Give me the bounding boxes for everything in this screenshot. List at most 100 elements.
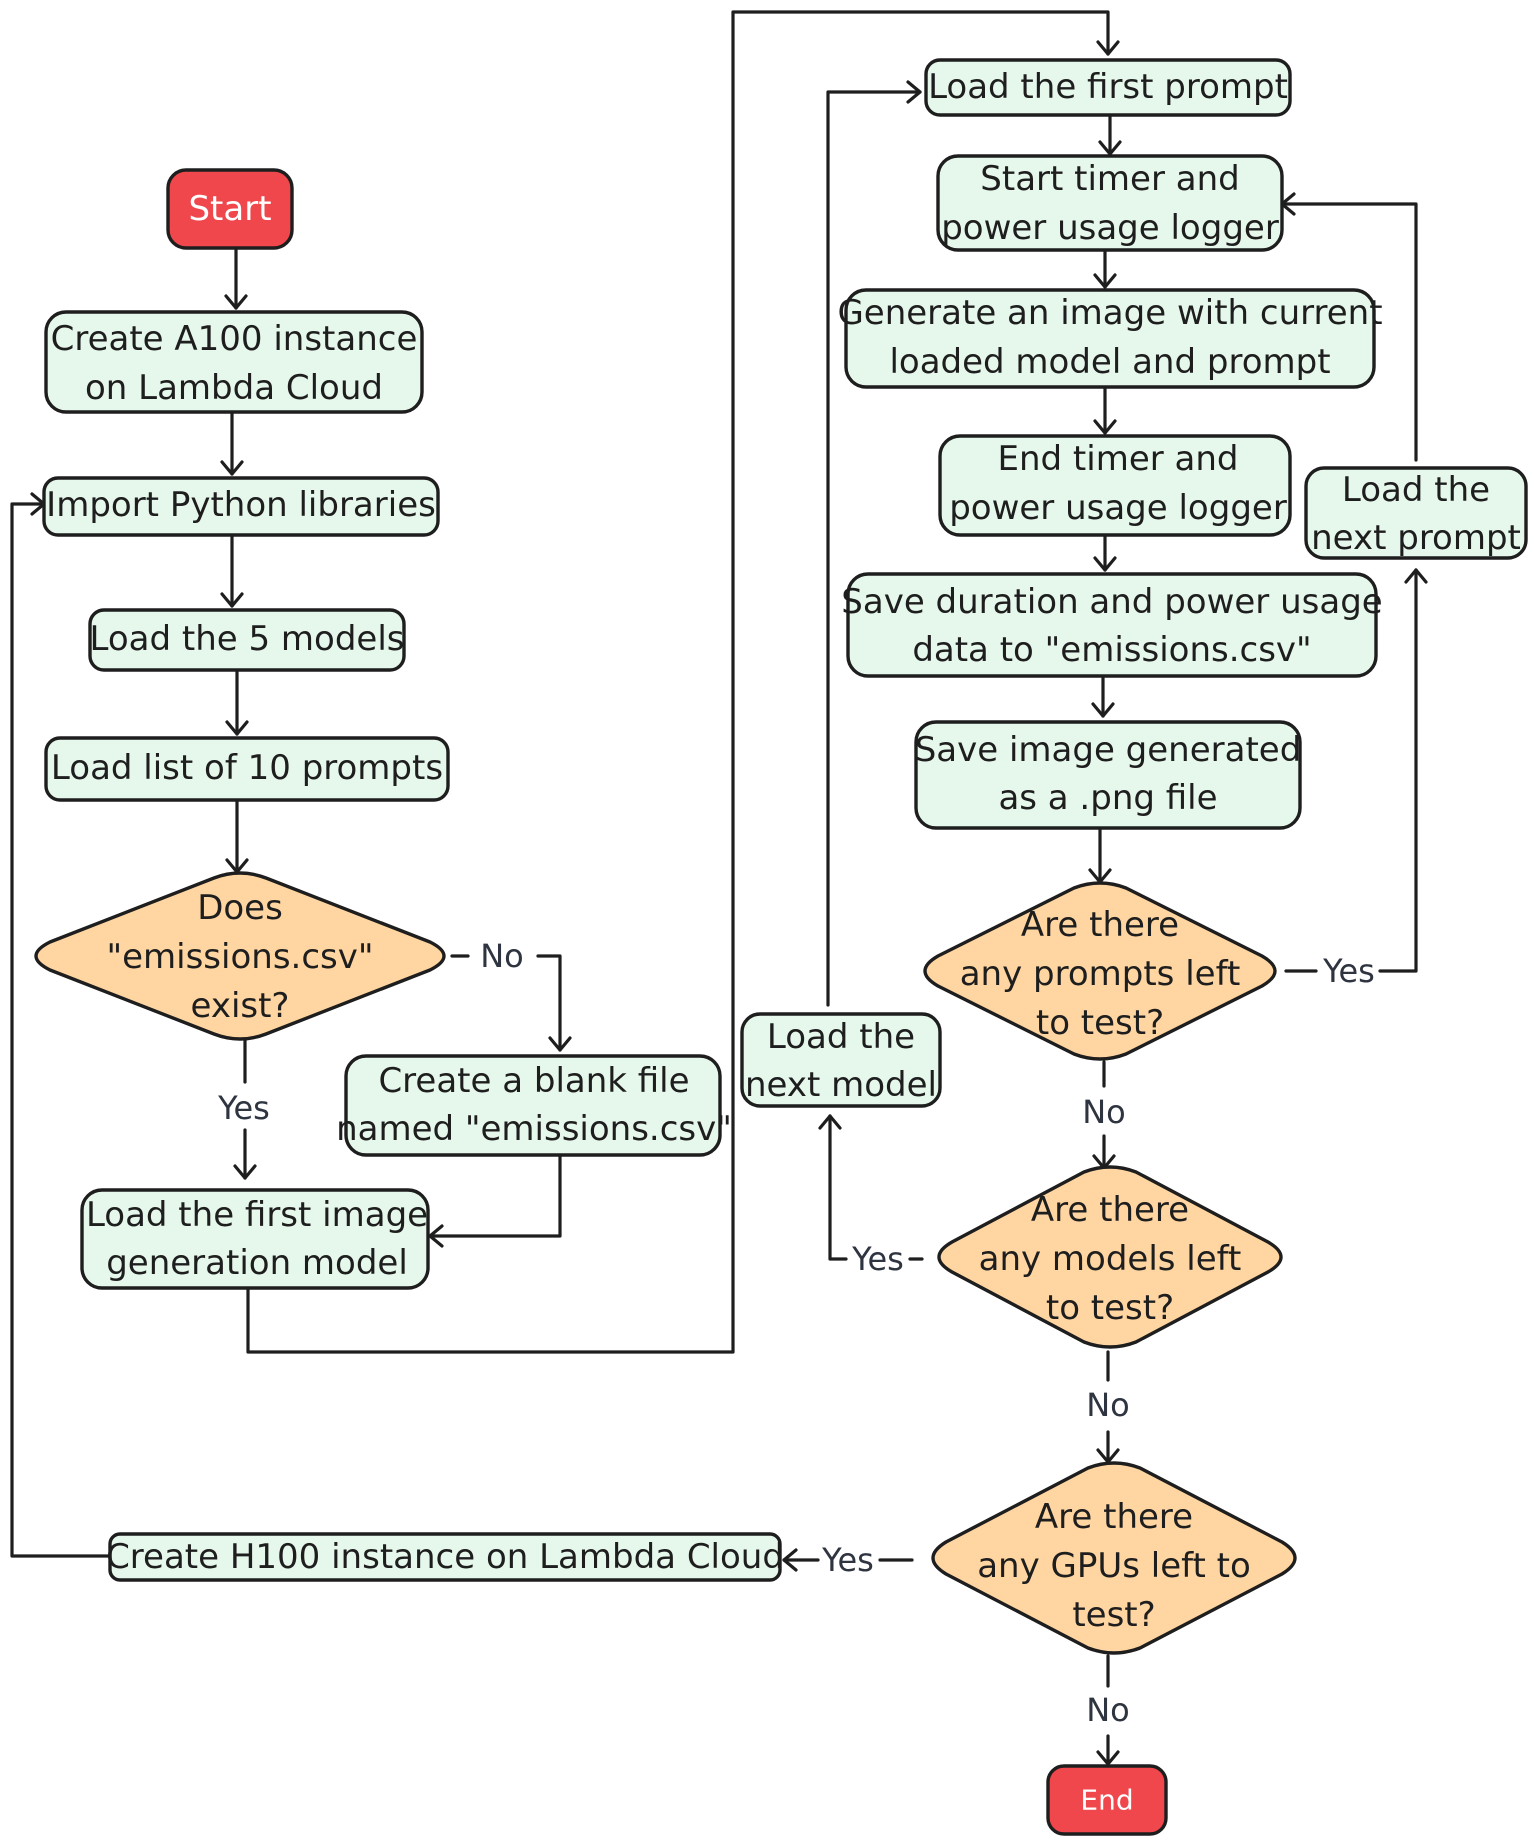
node-create-h100: Create H100 instance on Lambda Cloud (106, 1532, 784, 1582)
node-load-first-prompt: Load the first prompt (924, 58, 1292, 117)
edge-label-models-no: No (1086, 1386, 1130, 1424)
import-libs-box (42, 476, 440, 537)
node-start: Start (166, 168, 294, 250)
start-label: Start (188, 189, 271, 229)
edge-label-prompts-yes: Yes (1322, 952, 1375, 990)
node-save-image: Save image generated as a .png file (914, 720, 1302, 830)
arrowhead (782, 1548, 798, 1572)
arrowhead (1091, 702, 1115, 718)
arrowhead (1093, 273, 1117, 289)
edge-models-yes (828, 1114, 924, 1261)
edge-label-gpus-no: No (1086, 1691, 1130, 1729)
node-create-a100: Create A100 instance on Lambda Cloud (44, 310, 424, 414)
create-a100-line2: on Lambda Cloud (85, 368, 383, 408)
node-end: End (1046, 1764, 1168, 1836)
end-terminal-shape (1046, 1764, 1168, 1836)
start-timer-line2: power usage logger (941, 208, 1279, 248)
start-terminal-shape (166, 168, 294, 250)
emissions-exists-line3: exist? (191, 986, 290, 1026)
arrowhead (428, 1224, 444, 1248)
load-prompts-label: Load list of 10 prompts (51, 748, 443, 788)
arrowhead (233, 1164, 257, 1180)
node-gpus-left: Are there any GPUs left to test? (931, 1461, 1297, 1655)
load-prompts-box (44, 736, 450, 802)
edge-load-first-model-to-load-first-prompt (246, 10, 1110, 1354)
edge-load-next-model-to-load-first-prompt (826, 90, 922, 1007)
models-left-diamond (937, 1165, 1283, 1349)
create-blank-line2: named "emissions.csv" (336, 1109, 732, 1149)
node-generate-image: Generate an image with current loaded mo… (837, 288, 1383, 389)
import-libs-label: Import Python libraries (46, 485, 436, 525)
load-first-model-line2: generation model (106, 1243, 408, 1283)
edge-create-blank-to-load-first-model (428, 1153, 562, 1238)
end-timer-line2: power usage logger (949, 488, 1287, 528)
save-duration-box (846, 572, 1378, 678)
generate-image-box (844, 288, 1376, 389)
arrowhead (906, 80, 922, 104)
arrowhead (224, 294, 248, 310)
arrowhead (1096, 40, 1120, 56)
arrowhead (220, 460, 244, 476)
emissions-exists-diamond (34, 871, 446, 1041)
node-models-left: Are there any models left to test? (937, 1165, 1283, 1349)
generate-image-line1: Generate an image with current (837, 293, 1382, 333)
node-emissions-exists: Does "emissions.csv" exist? (34, 871, 446, 1041)
load-models-label: Load the 5 models (90, 619, 405, 659)
arrowhead (1093, 419, 1117, 435)
arrowhead (1098, 140, 1122, 156)
models-left-line3: to test? (1046, 1288, 1174, 1328)
edge-label-emissions-no: No (480, 937, 524, 975)
load-next-prompt-box (1304, 466, 1528, 560)
prompts-left-diamond (923, 881, 1277, 1061)
node-load-prompts: Load list of 10 prompts (44, 736, 450, 802)
create-blank-line1: Create a blank file (378, 1061, 689, 1101)
arrowhead (548, 1036, 572, 1052)
load-next-model-line2: next model (745, 1065, 937, 1105)
arrowhead (220, 592, 244, 608)
edge-prompts-yes (1284, 568, 1418, 973)
edge-load-next-prompt-to-start-timer (1280, 202, 1418, 462)
create-a100-line1: Create A100 instance (51, 319, 418, 359)
create-a100-box (44, 310, 424, 414)
save-image-line1: Save image generated (915, 730, 1302, 770)
create-h100-box (108, 1532, 782, 1582)
save-duration-line1: Save duration and power usage (841, 582, 1382, 622)
edge-labels: No Yes Yes No Yes No Yes No (217, 937, 1375, 1729)
create-h100-label: Create H100 instance on Lambda Cloud (106, 1537, 784, 1577)
node-import-libs: Import Python libraries (42, 476, 440, 537)
end-timer-box (938, 434, 1292, 537)
start-timer-box (936, 154, 1284, 252)
generate-image-line2: loaded model and prompt (889, 342, 1330, 382)
emissions-exists-line1: Does (197, 888, 283, 928)
node-load-next-prompt: Load the next prompt (1304, 466, 1528, 560)
node-prompts-left: Are there any prompts left to test? (923, 881, 1277, 1061)
edges (10, 10, 1428, 1766)
end-label: End (1080, 1784, 1133, 1817)
edge-label-prompts-no: No (1082, 1093, 1126, 1131)
load-first-prompt-label: Load the first prompt (928, 67, 1288, 107)
edge-create-h100-to-import (10, 502, 110, 1558)
end-timer-line1: End timer and (998, 439, 1239, 479)
prompts-left-line2: any prompts left (960, 954, 1241, 994)
create-blank-box (344, 1054, 722, 1157)
gpus-left-line1: Are there (1035, 1497, 1193, 1537)
arrowhead (818, 1114, 842, 1130)
prompts-left-line3: to test? (1036, 1003, 1164, 1043)
arrowhead (1404, 568, 1428, 584)
node-end-timer: End timer and power usage logger (938, 434, 1292, 537)
load-next-prompt-line2: next prompt (1311, 518, 1521, 558)
node-start-timer: Start timer and power usage logger (936, 154, 1284, 252)
node-load-first-model: Load the first image generation model (80, 1188, 430, 1290)
start-timer-line1: Start timer and (980, 159, 1239, 199)
arrowhead (1093, 556, 1117, 572)
load-next-model-box (740, 1012, 942, 1108)
load-first-model-line1: Load the first image (86, 1195, 428, 1235)
load-next-model-line1: Load the (767, 1017, 915, 1057)
save-image-box (914, 720, 1302, 830)
save-duration-line2: data to "emissions.csv" (912, 630, 1311, 670)
gpus-left-line3: test? (1072, 1595, 1155, 1635)
edge-label-emissions-yes: Yes (217, 1089, 270, 1127)
arrowhead (225, 720, 249, 736)
models-left-line1: Are there (1031, 1190, 1189, 1230)
save-image-line2: as a .png file (998, 778, 1217, 818)
